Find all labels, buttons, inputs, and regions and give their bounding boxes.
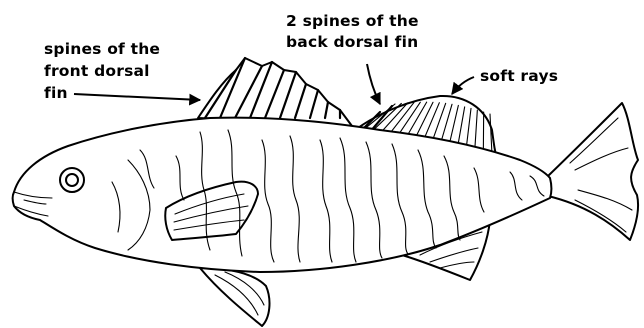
front-spines-arrow <box>74 94 200 100</box>
back-spines-arrow <box>367 64 380 104</box>
tail-fin <box>548 103 638 240</box>
label-front-spines-line3: fin <box>44 84 68 103</box>
label-front-spines-line1: spines of the <box>44 40 160 59</box>
label-back-spines-line1: 2 spines of the <box>286 12 419 31</box>
soft-rays-arrow <box>452 77 474 94</box>
label-back-spines-line2: back dorsal fin <box>286 33 418 52</box>
label-soft-rays: soft rays <box>480 67 558 86</box>
label-front-spines-line2: front dorsal <box>44 62 150 81</box>
